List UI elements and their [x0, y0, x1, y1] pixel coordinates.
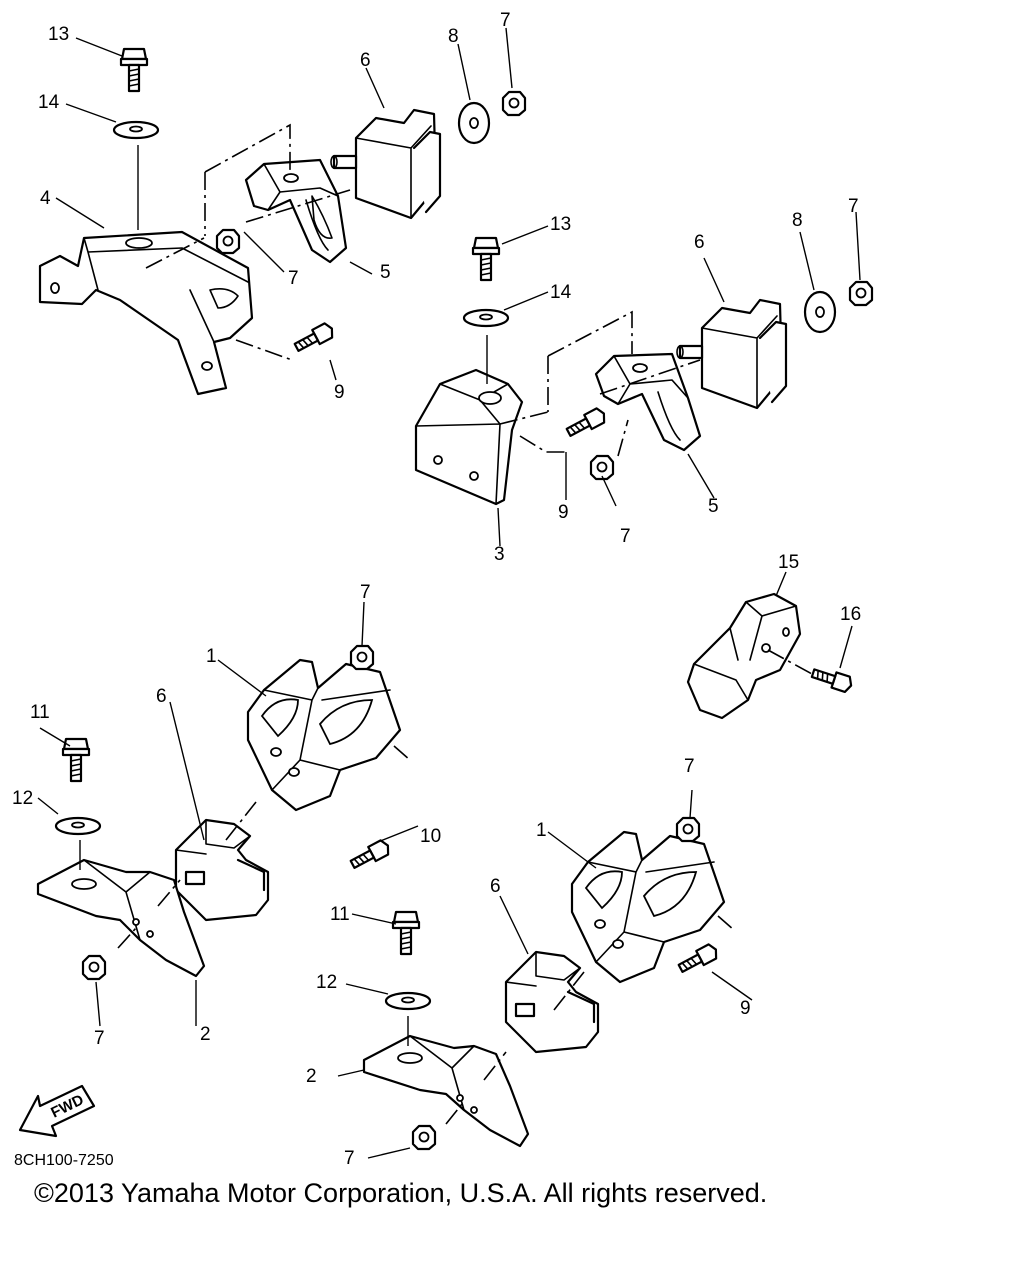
nut-7	[81, 954, 107, 981]
bolt-9	[675, 941, 721, 977]
bolt-16	[809, 664, 855, 695]
callout-10: 10	[420, 826, 441, 847]
damper-6	[675, 298, 788, 410]
nut-7	[848, 280, 874, 307]
callout-7: 7	[344, 1148, 355, 1169]
callout-7: 7	[848, 196, 859, 217]
callout-11: 11	[330, 904, 350, 925]
nut-7	[501, 90, 527, 117]
nut-7	[349, 644, 375, 671]
bolt-11	[391, 910, 421, 956]
fwd-arrow[interactable]: FWD	[18, 1084, 96, 1138]
callout-2: 2	[306, 1066, 317, 1087]
assembly-upper-left	[38, 47, 527, 396]
callout-3: 3	[494, 544, 505, 565]
bracket-3	[414, 368, 524, 506]
bolt-9	[291, 320, 337, 356]
assembly-15	[686, 592, 855, 720]
nut-7	[411, 1124, 437, 1151]
nut-7	[215, 228, 241, 255]
bolt-9	[563, 405, 609, 441]
bracket-5	[594, 352, 702, 452]
callout-8: 8	[792, 210, 803, 231]
callout-6: 6	[156, 686, 167, 707]
bracket-2	[362, 1034, 530, 1148]
washer-8	[457, 101, 491, 145]
washer-14	[112, 120, 160, 140]
callout-7: 7	[684, 756, 695, 777]
callout-1: 1	[206, 646, 217, 667]
assembly-lower-left	[36, 644, 411, 981]
bolt-13	[119, 47, 149, 93]
callout-6: 6	[694, 232, 705, 253]
callout-6: 6	[360, 50, 371, 71]
callout-1: 1	[536, 820, 547, 841]
callout-14: 14	[550, 282, 572, 303]
bolt-11	[61, 737, 91, 783]
bracket-1	[246, 658, 402, 812]
bolt-10	[347, 837, 393, 873]
bracket-1	[570, 830, 726, 984]
callout-leaders	[37, 27, 861, 1159]
callout-16: 16	[840, 604, 861, 625]
assembly-upper-right	[414, 236, 874, 506]
callout-8: 8	[448, 26, 459, 47]
callout-13: 13	[550, 214, 571, 235]
washer-12	[54, 816, 102, 836]
callout-6: 6	[490, 876, 501, 897]
callout-15: 15	[778, 552, 799, 573]
damper-6	[504, 950, 600, 1054]
damper-6	[174, 818, 270, 922]
assembly-lower-right	[362, 816, 735, 1151]
callout-11: 11	[30, 702, 50, 723]
washer-12	[384, 991, 432, 1011]
callout-9: 9	[740, 998, 751, 1019]
nut-7	[675, 816, 701, 843]
callout-7: 7	[360, 582, 371, 603]
callout-4: 4	[40, 188, 51, 209]
part-15	[686, 592, 802, 720]
callout-5: 5	[708, 496, 719, 517]
callout-14: 14	[38, 92, 60, 113]
bracket-4	[38, 230, 254, 396]
callout-7: 7	[500, 10, 511, 31]
washer-14	[462, 308, 510, 328]
drawing-code: 8CH100-7250	[14, 1152, 114, 1169]
callout-13: 13	[48, 24, 69, 45]
callout-7: 7	[620, 526, 631, 547]
bracket-5	[244, 158, 348, 264]
callout-9: 9	[334, 382, 345, 403]
damper-6	[329, 108, 442, 220]
callout-numbers: 13 14 4 6 8 7 7 5 9 13 14 6 8 7 9 7 5 3 …	[12, 10, 861, 1169]
callout-7: 7	[94, 1028, 105, 1049]
callout-2: 2	[200, 1024, 211, 1045]
nut-7	[589, 454, 615, 481]
callout-7: 7	[288, 268, 299, 289]
washer-8	[803, 290, 837, 334]
callout-12: 12	[12, 788, 33, 809]
callout-12: 12	[316, 972, 337, 993]
copyright-notice: ©2013 Yamaha Motor Corporation, U.S.A. A…	[34, 1178, 768, 1208]
callout-5: 5	[380, 262, 391, 283]
callout-9: 9	[558, 502, 569, 523]
bolt-13	[471, 236, 501, 282]
